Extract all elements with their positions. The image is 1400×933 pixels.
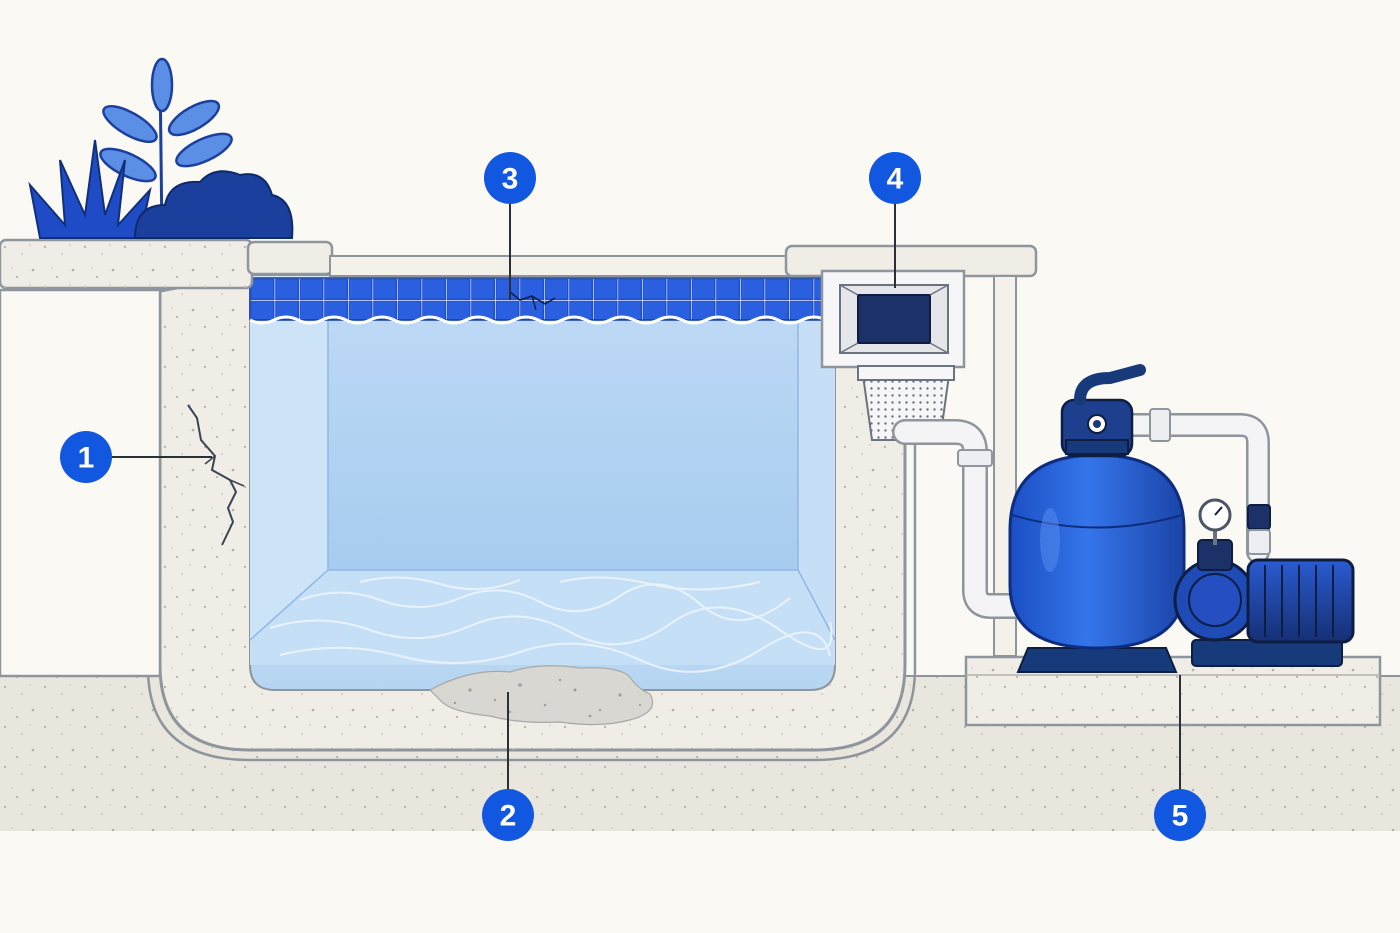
pressure-gauge-icon [1198,498,1232,545]
skimmer [820,269,966,369]
callout-label-1: 1 [78,442,95,475]
left-deck [0,238,334,678]
callout-label-5: 5 [1172,800,1189,833]
callout-label-2: 2 [500,800,517,833]
waterline-tile-band [249,277,836,325]
callout-1: 1 [60,431,112,483]
pipes [892,413,1270,619]
callout-4: 4 [869,152,921,204]
callout-3: 3 [484,152,536,204]
pool-pump-icon [1173,539,1355,667]
leader-lines [106,200,1181,795]
callout-5: 5 [1154,789,1206,841]
pool-water [249,274,836,691]
callout-2: 2 [482,789,534,841]
sand-filter-icon [1008,364,1186,673]
wall-crack [187,404,245,546]
floor-damage-patch [429,665,654,726]
plant-cluster-icon [28,57,294,239]
callout-label-3: 3 [502,163,519,196]
callout-label-4: 4 [887,163,904,196]
